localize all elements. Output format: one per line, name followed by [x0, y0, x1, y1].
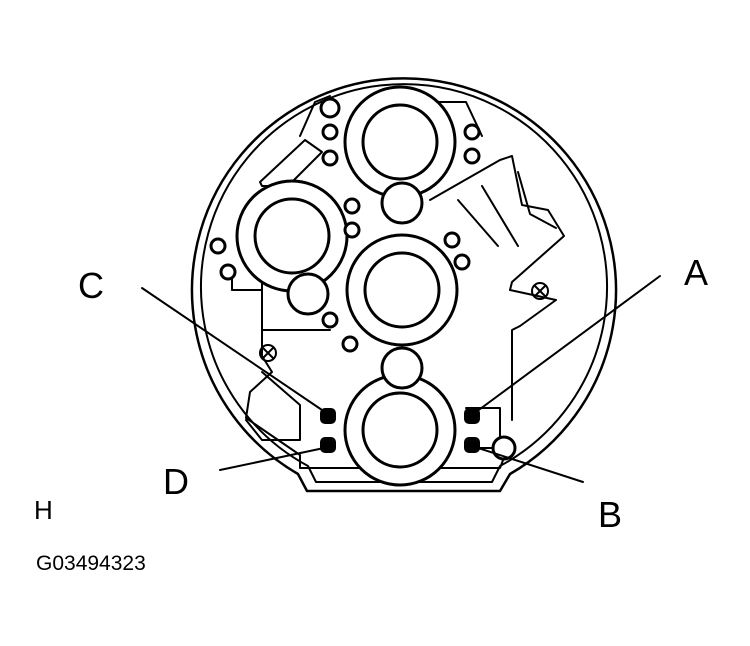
label-c: C — [78, 265, 104, 306]
screw-marks — [259, 282, 549, 362]
small-cavities — [209, 97, 517, 461]
large-cavities — [235, 85, 459, 487]
terminal-d — [320, 437, 336, 453]
label-b: B — [598, 494, 622, 535]
label-d: D — [163, 461, 189, 502]
figure-code: G03494323 — [36, 552, 146, 575]
label-a: A — [684, 252, 708, 293]
connector-housing — [190, 77, 618, 493]
label-h: H — [34, 495, 53, 525]
leader-lines — [141, 275, 661, 483]
medium-cavities — [286, 181, 424, 390]
terminal-c — [320, 408, 336, 424]
